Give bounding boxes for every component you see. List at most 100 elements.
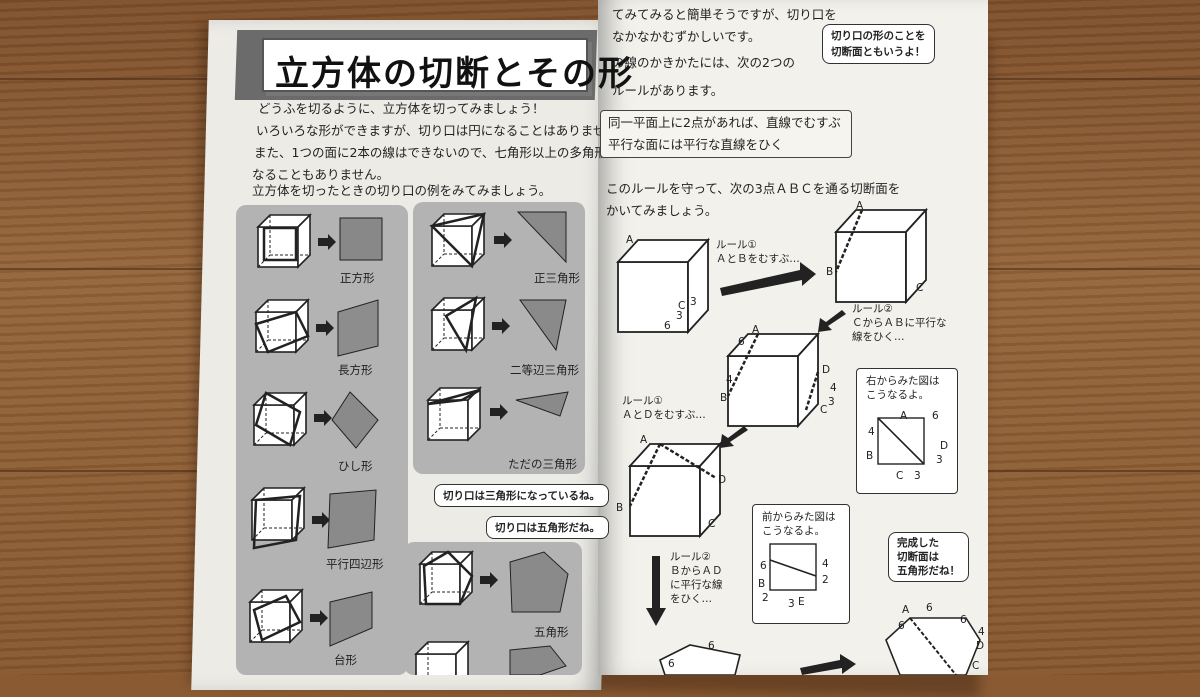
bubble-cross-section: 切り口の形のことを 切断面ともいうよ！ bbox=[822, 24, 935, 64]
task-line: このルールを守って、次の3点ＡＢＣを通る切断面を bbox=[606, 181, 901, 196]
point-label: A bbox=[856, 200, 864, 212]
cube-step-1 bbox=[833, 207, 929, 305]
point-label: C bbox=[916, 282, 924, 294]
caption-line: 前からみた図は bbox=[762, 511, 836, 523]
rule-2: 平行な面には平行な直線をひく bbox=[608, 137, 784, 152]
task-line: かいてみましょう。 bbox=[606, 203, 718, 218]
cube-step-start bbox=[615, 237, 711, 335]
step-desc: 線をひく… bbox=[852, 331, 905, 343]
step-desc: ＡとＤをむすぶ… bbox=[622, 409, 706, 421]
edge-number: 4 bbox=[822, 558, 829, 570]
edge-number: 3 bbox=[788, 598, 795, 610]
point-label: C bbox=[896, 470, 904, 482]
edge-number: 6 bbox=[668, 658, 675, 670]
edge-number: 3 bbox=[828, 396, 835, 408]
step2-label: ルール② ＣからＡＢに平行な 線をひく… bbox=[852, 302, 947, 344]
cube-step-2 bbox=[725, 331, 821, 429]
bubble-line: 切り口の形のことを bbox=[831, 30, 926, 42]
edge-number: 4 bbox=[726, 374, 733, 386]
intro-line: なることもありません。 bbox=[252, 167, 390, 182]
bubble-pentagon: 切り口は五角形だね。 bbox=[486, 516, 609, 539]
intro-line: どうふを切るように、立方体を切ってみましょう！ bbox=[258, 101, 545, 116]
step-desc: をひく… bbox=[670, 593, 712, 605]
step1-label: ルール① ＡとＢをむすぶ… bbox=[716, 238, 800, 266]
caption-line: 右からみた図は bbox=[866, 375, 940, 387]
edge-number: 6 bbox=[926, 602, 933, 614]
edge-number: 4 bbox=[978, 626, 985, 638]
point-label: B bbox=[758, 578, 766, 590]
bubble-line: 切断面ともいうよ！ bbox=[831, 46, 926, 58]
step-desc: ＣからＡＢに平行な bbox=[852, 317, 947, 329]
point-label: B bbox=[616, 502, 624, 514]
shape-label: 平行四辺形 bbox=[326, 557, 384, 571]
front-view-box bbox=[752, 504, 850, 624]
bubble-line: 五角形だね！ bbox=[897, 565, 960, 577]
point-label: E bbox=[798, 596, 805, 608]
front-view-caption: 前からみた図は こうなるよ。 bbox=[762, 510, 836, 538]
rule-1: 同一平面上に2点があれば、直線でむすぶ bbox=[608, 115, 841, 130]
shape-label: 五角形 bbox=[534, 625, 569, 639]
point-label: A bbox=[902, 604, 910, 616]
edge-number: 3 bbox=[936, 454, 943, 466]
step4-label: ルール② ＢからＡＤ に平行な線 をひく… bbox=[670, 550, 723, 606]
edge-number: 6 bbox=[932, 410, 939, 422]
bubble-line: 切断面は bbox=[897, 551, 939, 563]
point-label: C bbox=[678, 300, 686, 312]
point-label: B bbox=[866, 450, 874, 462]
edge-number: 6 bbox=[960, 614, 967, 626]
edge-number: 2 bbox=[822, 574, 829, 586]
edge-number: 6 bbox=[738, 336, 745, 348]
point-label: A bbox=[900, 410, 908, 422]
shape-label: 台形 bbox=[334, 653, 357, 667]
subheading: 立方体を切ったときの切り口の例をみてみましょう。 bbox=[252, 183, 552, 198]
title-box bbox=[262, 38, 588, 92]
shape-label: 二等辺三角形 bbox=[510, 363, 579, 377]
shape-label: 長方形 bbox=[338, 363, 373, 377]
step-title: ルール② bbox=[852, 303, 893, 315]
step-desc: に平行な線 bbox=[670, 579, 723, 591]
step-title: ルール① bbox=[716, 239, 757, 251]
point-label: D bbox=[976, 640, 985, 652]
point-label: D bbox=[822, 364, 831, 376]
point-label: A bbox=[640, 434, 648, 446]
cube-step-final-partial bbox=[659, 644, 741, 675]
bubble-line: 完成した bbox=[897, 537, 939, 549]
view-diagrams bbox=[769, 417, 925, 591]
edge-number: 3 bbox=[914, 470, 921, 482]
step-title: ルール② bbox=[670, 551, 711, 563]
shape-label: ひし形 bbox=[338, 459, 373, 473]
page-title: 立方体の切断とその形 bbox=[275, 54, 634, 94]
edge-number: 6 bbox=[664, 320, 671, 332]
cube-step-final bbox=[885, 617, 981, 675]
shape-label: 正三角形 bbox=[534, 271, 580, 285]
point-label: D bbox=[718, 474, 727, 486]
point-label: A bbox=[752, 324, 760, 336]
right-top-line: てみてみると簡単そうですが、切り口を bbox=[612, 7, 837, 22]
shape-label: ただの三角形 bbox=[508, 457, 577, 471]
point-label: D bbox=[940, 440, 949, 452]
shape-label: 正方形 bbox=[340, 271, 375, 285]
caption-line: こうなるよ。 bbox=[762, 525, 825, 537]
rule-intro: の線のかきかたには、次の2つの bbox=[612, 55, 795, 70]
edge-number: 3 bbox=[676, 310, 683, 322]
edge-number: 3 bbox=[690, 296, 697, 308]
cube-square-cut bbox=[257, 214, 311, 268]
bubble-triangle: 切り口は三角形になっているね。 bbox=[434, 484, 609, 507]
point-label: C bbox=[972, 660, 980, 672]
step-desc: ＡとＢをむすぶ… bbox=[716, 253, 800, 265]
edge-number: 4 bbox=[830, 382, 837, 394]
right-top-line: なかなかむずかしいです。 bbox=[612, 29, 761, 44]
rule-intro: ルールがあります。 bbox=[612, 83, 724, 98]
cube-step-3 bbox=[627, 441, 723, 539]
step-desc: ＢからＡＤ bbox=[670, 565, 723, 577]
bubble-done: 完成した 切断面は 五角形だね！ bbox=[888, 532, 969, 582]
step3-label: ルール① ＡとＤをむすぶ… bbox=[622, 394, 706, 422]
intro-line: また、1つの面に2本の線はできないので、七角形以上の多角形に bbox=[254, 145, 620, 160]
point-label: C bbox=[820, 404, 828, 416]
rules-box bbox=[600, 110, 852, 158]
point-label: C bbox=[708, 518, 716, 530]
edge-number: 6 bbox=[708, 640, 715, 652]
edge-number: 4 bbox=[868, 426, 875, 438]
point-label: A bbox=[626, 234, 634, 246]
step-title: ルール① bbox=[622, 395, 663, 407]
